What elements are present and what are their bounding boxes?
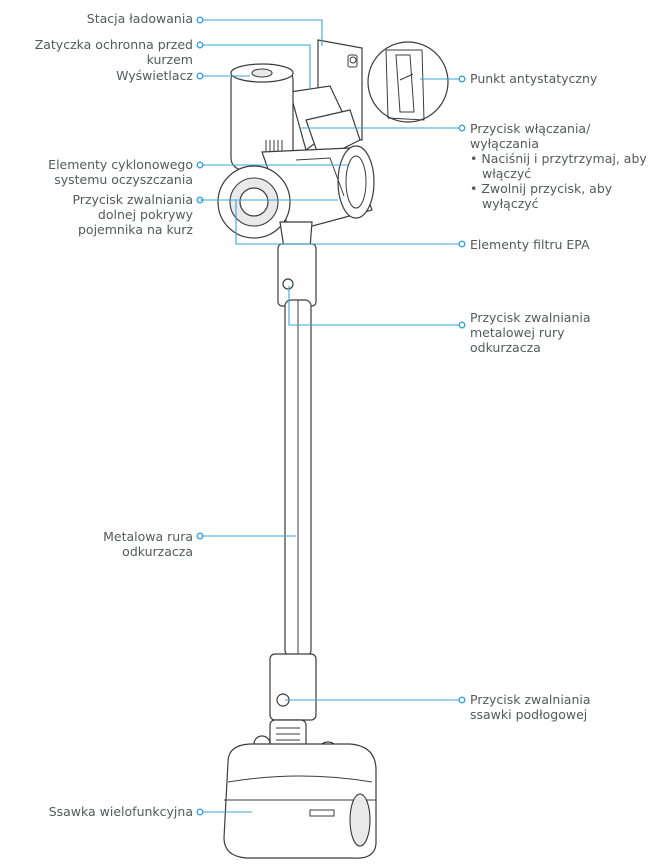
label-tube-release: Przycisk zwalniania metalowej rury odkur… xyxy=(470,310,591,355)
label-tube: Metalowa rura odkurzacza xyxy=(103,529,193,559)
label-display: Wyświetlacz xyxy=(116,68,193,83)
label-brush-release: Przycisk zwalniania ssawki podłogowej xyxy=(470,692,591,722)
power-release-line-1: • Zwolnij przycisk, aby xyxy=(470,181,613,196)
label-docking-station: Stacja ładowania xyxy=(86,11,193,26)
label-dust-cup-release: Przycisk zwalniania dolnej pokrywy pojem… xyxy=(72,192,193,237)
vacuum-illustration xyxy=(217,39,449,859)
power-hold-line-2: włączyć xyxy=(482,166,532,181)
label-antistatic: Punkt antystatyczny xyxy=(470,71,598,86)
label-hepa: Elementy filtru EPA xyxy=(470,237,590,252)
power-hold-line-1: • Naciśnij i przytrzymaj, aby xyxy=(470,151,647,166)
label-cyclone: Elementy cyklonowego systemu oczyszczani… xyxy=(48,157,193,187)
label-power-button: Przycisk włączania/ wyłączania • Naciśni… xyxy=(470,121,647,211)
power-release-line-2: wyłączyć xyxy=(482,196,539,211)
label-floor-brush: Ssawka wielofunkcyjna xyxy=(48,804,193,819)
label-dust-plug: Zatyczka ochronna przed kurzem xyxy=(34,37,193,67)
leader-lines xyxy=(196,16,466,816)
